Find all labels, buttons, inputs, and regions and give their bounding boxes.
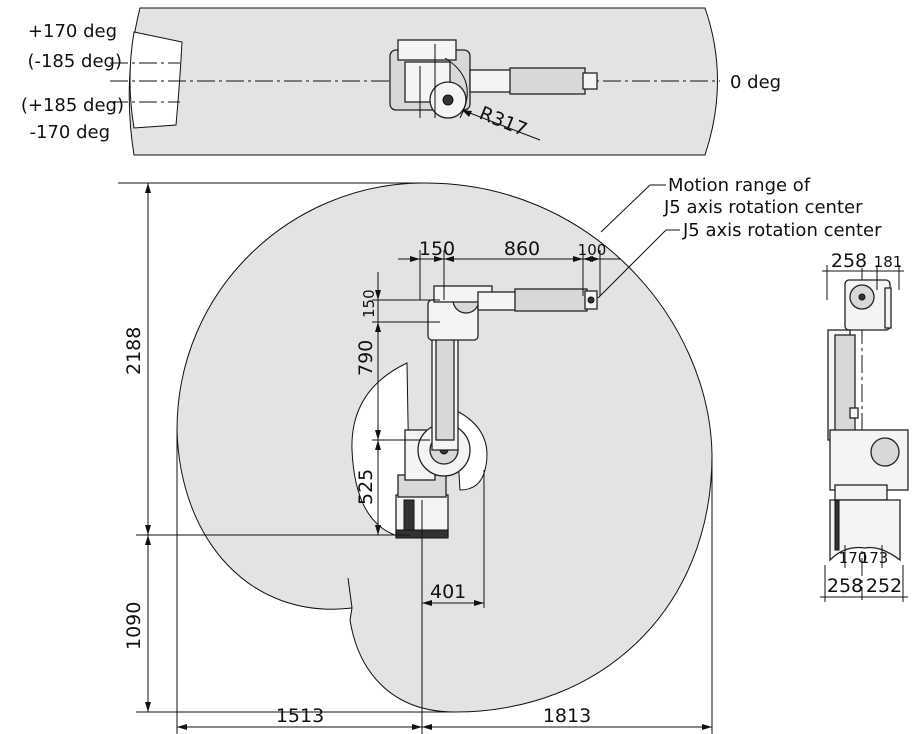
top-view: R317 +170 deg (-185 deg) (+185 deg) -170… bbox=[21, 7, 781, 156]
front-dim-181: 181 bbox=[874, 253, 903, 271]
dim-1090: 1090 bbox=[123, 602, 145, 650]
dim-401: 401 bbox=[430, 581, 466, 603]
callout-range-line1: Motion range of bbox=[668, 175, 811, 196]
side-view-robot bbox=[395, 285, 598, 539]
label-angle-pos-170: +170 deg bbox=[28, 21, 117, 42]
front-dim-170: 170 bbox=[839, 549, 868, 567]
top-view-robot bbox=[389, 39, 598, 119]
dim-150-vertical: 150 bbox=[360, 289, 378, 318]
inner-step bbox=[347, 577, 353, 609]
label-angle-zero: 0 deg bbox=[730, 72, 781, 93]
front-dim-258-bottom: 258 bbox=[827, 575, 863, 597]
dim-100: 100 bbox=[578, 241, 607, 259]
front-view-robot bbox=[827, 279, 909, 562]
dim-860: 860 bbox=[504, 238, 540, 260]
front-dim-252: 252 bbox=[866, 575, 902, 597]
dim-1813: 1813 bbox=[543, 705, 591, 727]
dim-150-horizontal: 150 bbox=[419, 238, 455, 260]
dim-1513: 1513 bbox=[276, 705, 324, 727]
top-view-excluded-sector bbox=[129, 31, 183, 129]
dim-2188: 2188 bbox=[123, 327, 145, 375]
callout-range-line2: J5 axis rotation center bbox=[663, 197, 863, 218]
r317-leader bbox=[461, 109, 541, 141]
dim-790: 790 bbox=[355, 340, 377, 376]
label-angle-neg-185: (-185 deg) bbox=[27, 51, 122, 72]
callout-range-leader bbox=[600, 184, 651, 233]
dim-525: 525 bbox=[355, 469, 377, 505]
label-angle-pos-185: (+185 deg) bbox=[21, 95, 124, 116]
callout-center: J5 axis rotation center bbox=[682, 220, 882, 241]
front-dim-173: 173 bbox=[860, 549, 889, 567]
side-view: 2188 1090 1513 1813 401 150 790 525 bbox=[118, 175, 882, 734]
inner-boundary-right bbox=[454, 409, 488, 491]
label-angle-neg-170: -170 deg bbox=[30, 122, 111, 143]
front-view: 258 181 170 173 258 252 bbox=[820, 250, 909, 602]
front-dim-258-top: 258 bbox=[831, 250, 867, 272]
callout-center-leader bbox=[597, 229, 667, 299]
